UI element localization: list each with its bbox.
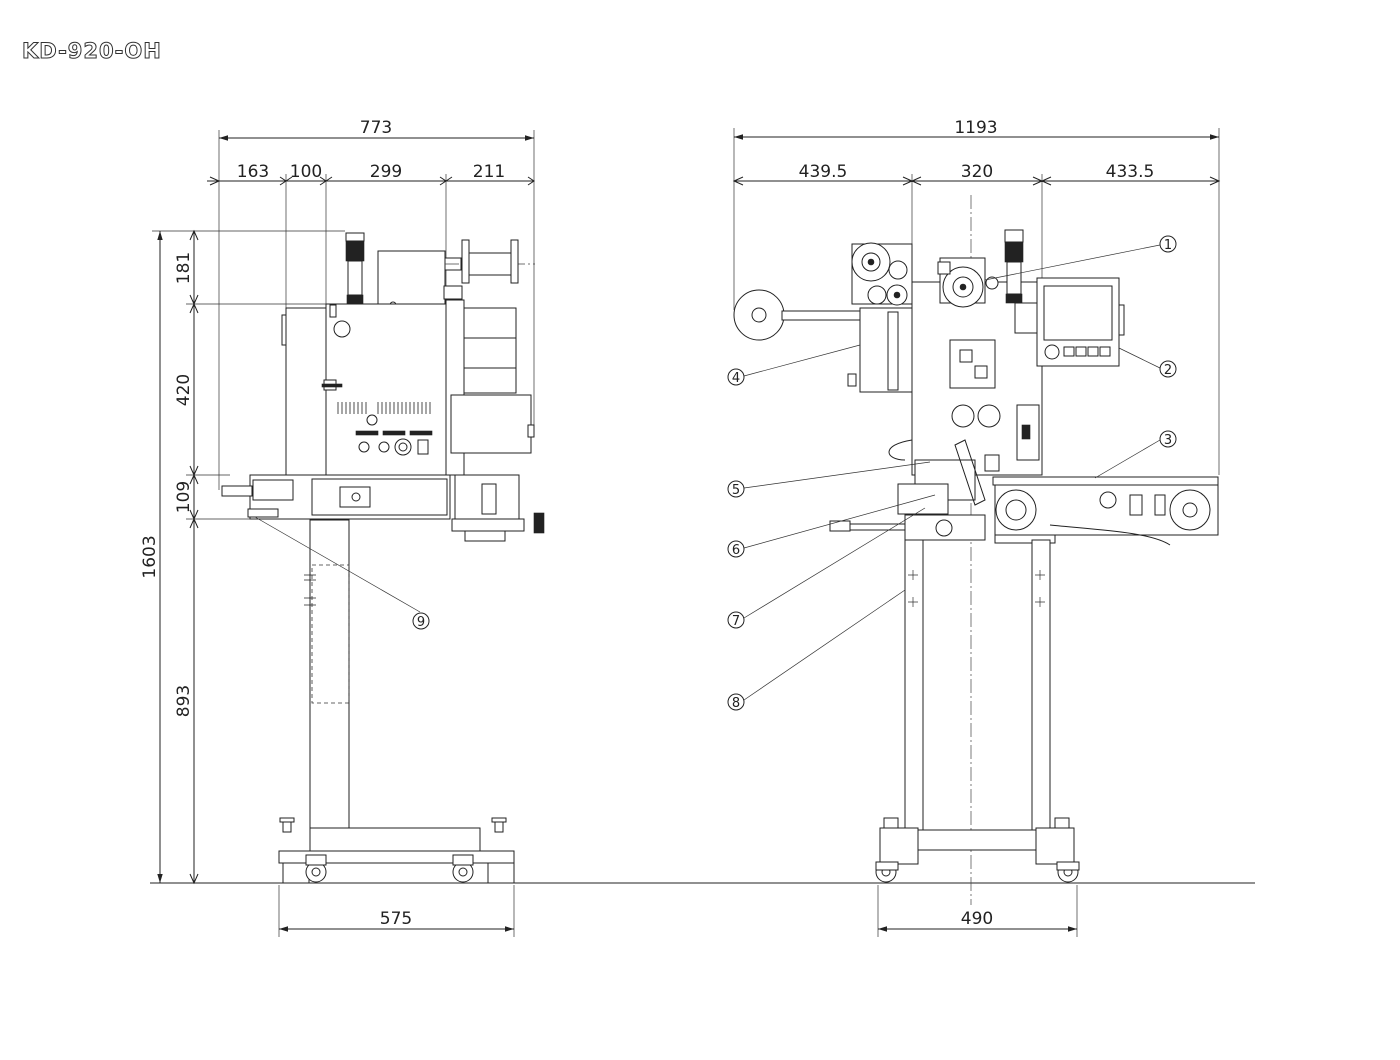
front-machine <box>733 229 1219 883</box>
front-seg-1: 439.5 <box>799 162 848 182</box>
callout-2: 2 <box>1164 363 1172 378</box>
front-overall-width: 1193 <box>954 118 997 138</box>
callout-1: 1 <box>1164 238 1172 253</box>
callout-4: 4 <box>732 371 740 386</box>
side-height-2: 420 <box>174 374 194 406</box>
callout-7: 7 <box>732 614 740 629</box>
side-height-4: 893 <box>174 685 194 717</box>
front-seg-2: 320 <box>961 162 993 182</box>
side-overall-width: 773 <box>360 118 392 138</box>
callout-9: 9 <box>417 615 425 630</box>
side-seg-4: 211 <box>473 162 505 182</box>
callout-circle-9 <box>412 612 430 630</box>
callout-5: 5 <box>732 483 740 498</box>
callout-circle-3 <box>1159 430 1177 448</box>
side-base-width: 575 <box>380 909 412 929</box>
callout-circle-8 <box>727 693 745 711</box>
callout-6: 6 <box>732 543 740 558</box>
callout-circle-2 <box>1159 360 1177 378</box>
side-overall-height: 1603 <box>140 535 160 578</box>
front-base-width: 490 <box>961 909 993 929</box>
callout-circle-6 <box>727 540 745 558</box>
front-seg-3: 433.5 <box>1106 162 1155 182</box>
side-height-3: 109 <box>174 481 194 513</box>
side-seg-2: 100 <box>290 162 322 182</box>
callout-circle-1 <box>1159 235 1177 253</box>
callout-circle-7 <box>727 611 745 629</box>
front-view: 1193 439.5 320 433.5 490 <box>727 118 1221 937</box>
callout-circle-4 <box>727 368 745 386</box>
drawing-title: KD-920-OH <box>22 39 162 63</box>
callout-3: 3 <box>1164 433 1172 448</box>
side-view: 773 163 100 299 211 1603 181 420 109 893… <box>140 118 545 937</box>
callout-8: 8 <box>732 696 740 711</box>
side-seg-3: 299 <box>370 162 402 182</box>
callout-circle-5 <box>727 480 745 498</box>
side-machine <box>221 232 545 884</box>
side-height-1: 181 <box>174 252 194 284</box>
side-seg-1: 163 <box>237 162 269 182</box>
